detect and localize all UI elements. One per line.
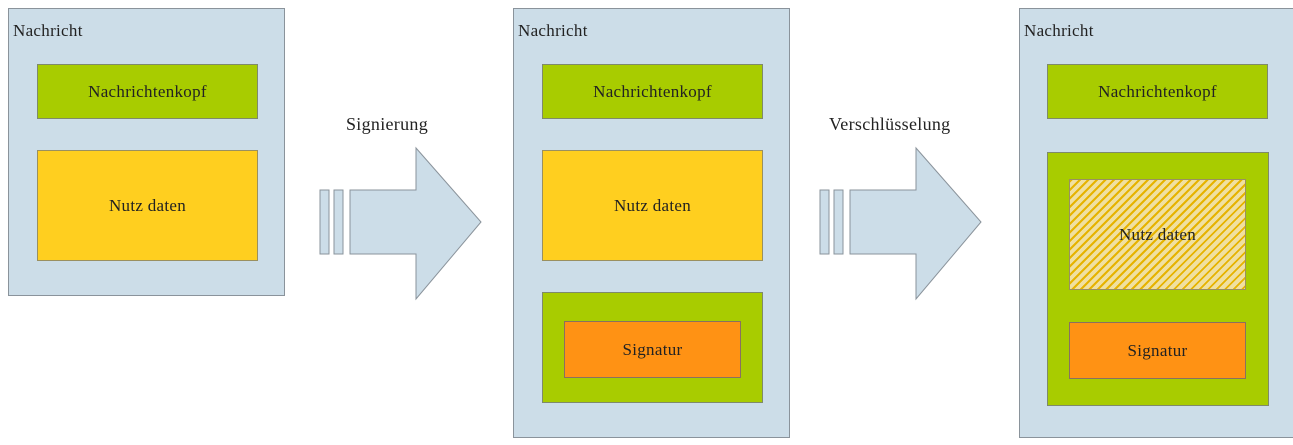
signature-box: Signatur	[1069, 322, 1246, 379]
signature-container: Signatur	[542, 292, 763, 403]
panel-title: Nachricht	[1024, 21, 1094, 40]
payload-box: Nutz daten	[37, 150, 258, 261]
header-box: Nachrichtenkopf	[542, 64, 763, 119]
signing-arrow-icon	[319, 146, 482, 301]
header-box: Nachrichtenkopf	[1047, 64, 1268, 119]
header-label: Nachrichtenkopf	[88, 81, 207, 101]
signature-label: Signatur	[622, 339, 683, 359]
encrypted-payload-box: Nutz daten	[1069, 179, 1246, 290]
message-panel-plain: Nachricht Nachrichtenkopf Nutz daten	[8, 8, 285, 296]
header-label: Nachrichtenkopf	[1098, 81, 1217, 101]
payload-label: Nutz daten	[613, 195, 692, 215]
message-panel-encrypted: Nachricht Nachrichtenkopf Nutz daten Sig…	[1019, 8, 1293, 438]
header-box: Nachrichtenkopf	[37, 64, 258, 119]
panel-title: Nachricht	[13, 21, 83, 40]
encryption-label: Verschlüsselung	[829, 114, 951, 134]
encrypted-container: Nutz daten Signatur	[1047, 152, 1269, 406]
header-label: Nachrichtenkopf	[593, 81, 712, 101]
payload-label: Nutz daten	[108, 195, 187, 215]
payload-label: Nutz daten	[1118, 224, 1197, 244]
signing-label: Signierung	[346, 114, 428, 134]
signature-label: Signatur	[1127, 340, 1188, 360]
payload-box: Nutz daten	[542, 150, 763, 261]
panel-title: Nachricht	[518, 21, 588, 40]
message-panel-signed: Nachricht Nachrichtenkopf Nutz daten Sig…	[513, 8, 790, 438]
encryption-arrow-icon	[819, 146, 982, 301]
signature-box: Signatur	[564, 321, 741, 378]
